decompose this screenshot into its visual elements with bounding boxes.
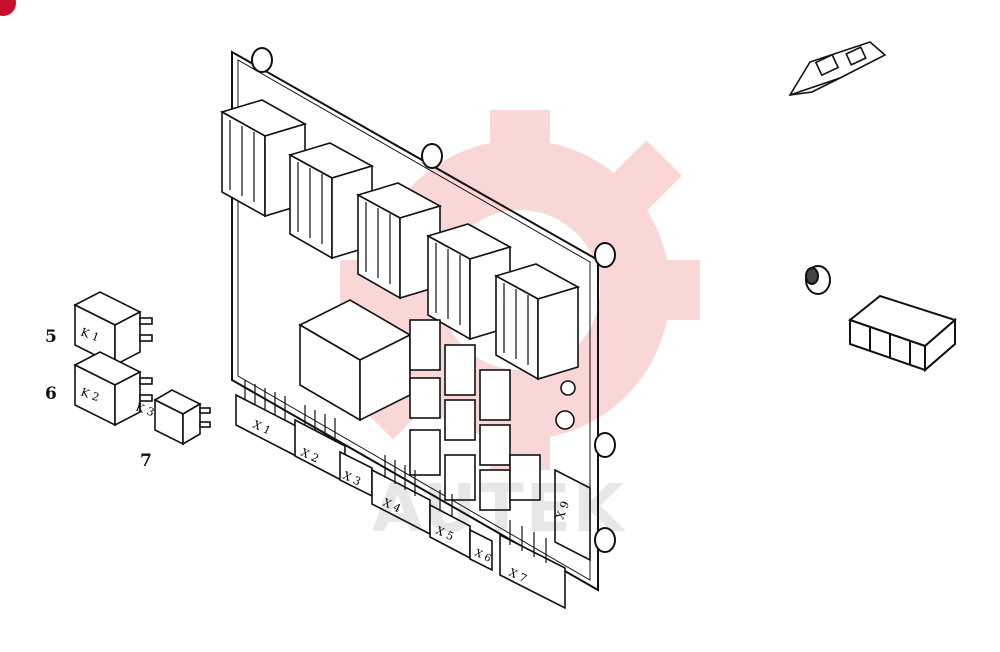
relay-k2-label: K 2 <box>79 386 101 405</box>
watermark-text: AUTEK <box>372 470 626 547</box>
connector-row <box>235 380 591 610</box>
callout-6: 6 <box>45 384 57 404</box>
relay-k1-label: K 1 <box>79 326 101 345</box>
callout-7: 7 <box>140 451 152 471</box>
relay-k3 <box>153 389 211 446</box>
relay-k1 <box>73 291 153 367</box>
relay-k3-label: K 3 <box>134 401 156 420</box>
multi-pin-plug-part <box>847 294 957 373</box>
relay-k2 <box>73 351 153 427</box>
wire-connector-part <box>788 41 887 97</box>
connector-x9-label: X 9 <box>554 499 572 521</box>
relay-bank <box>219 99 581 511</box>
corner-logo-badge <box>0 0 16 16</box>
callout-5: 5 <box>45 327 57 347</box>
plug-cap-part <box>805 265 831 295</box>
control-board <box>231 47 616 592</box>
